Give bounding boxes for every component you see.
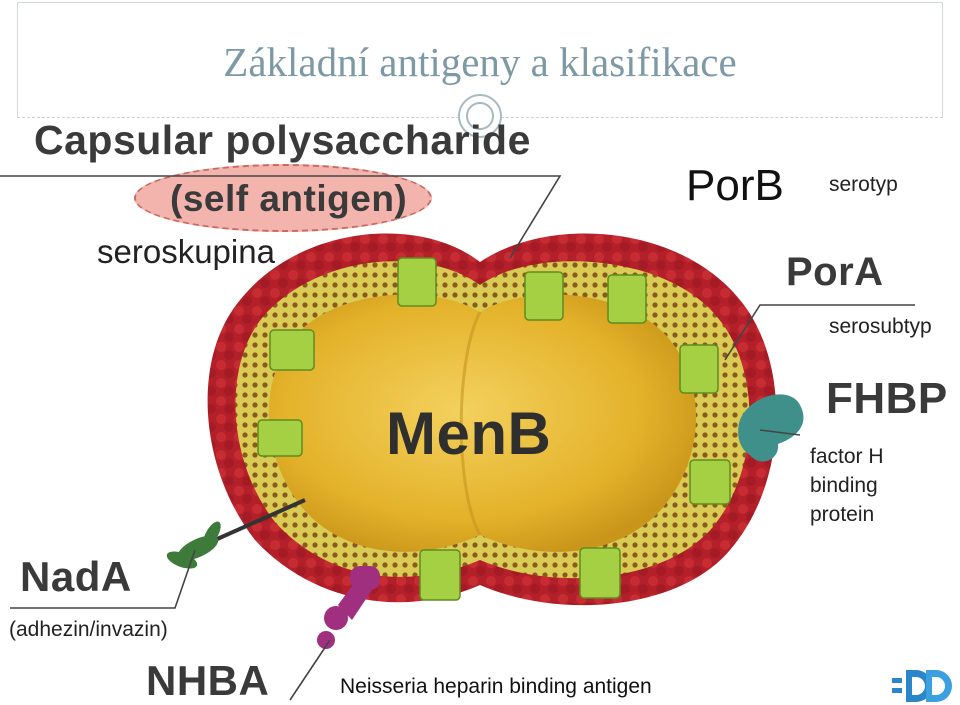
serosubtyp-label: serosubtyp (829, 315, 932, 338)
fhbp-leader (759, 429, 801, 436)
porin-proteins (257, 257, 731, 601)
dd-logo-icon (892, 670, 952, 702)
porin-8 (419, 549, 461, 601)
leader-lines (0, 175, 915, 701)
fhbp-desc-line2: binding (810, 474, 878, 497)
porin-2 (524, 271, 564, 321)
slide-title: Základní antigeny a klasifikace (223, 39, 737, 85)
seroskupina-label: seroskupina (97, 233, 275, 270)
porin-7 (689, 459, 731, 505)
porin-6 (257, 419, 303, 457)
nhba-protein (317, 566, 380, 649)
fhbp-desc-line1: factor H (810, 445, 884, 468)
serotyp-label: serotyp (829, 173, 898, 196)
porin-1 (397, 257, 437, 307)
menb-label: MenB (386, 400, 552, 467)
fhbp-protein (738, 394, 804, 462)
self-antigen-label: (self antigen) (170, 178, 408, 219)
porin-3 (607, 274, 647, 324)
fhbp-label: FHBP (826, 374, 948, 423)
division-line (459, 311, 482, 536)
cell-body (268, 294, 697, 552)
nada-leader (10, 549, 196, 609)
porin-4 (679, 344, 719, 394)
nhba-leader (289, 639, 331, 701)
nada-desc-label: (adhezin/invazin) (9, 618, 168, 641)
pora-leader (724, 304, 915, 361)
nhba-label: NHBA (146, 657, 270, 704)
title-ring-ornament (458, 94, 502, 138)
capsular-leader (0, 175, 562, 259)
porin-5 (269, 329, 315, 371)
porb-label: PorB (686, 161, 784, 210)
porin-9 (579, 547, 621, 599)
capsular-polysaccharide-label: Capsular polysaccharide (34, 117, 531, 163)
nada-label: NadA (20, 553, 132, 600)
fhbp-desc-line3: protein (810, 503, 875, 526)
pora-label: PorA (786, 250, 884, 294)
nhba-desc-label: Neisseria heparin binding antigen (340, 675, 652, 698)
